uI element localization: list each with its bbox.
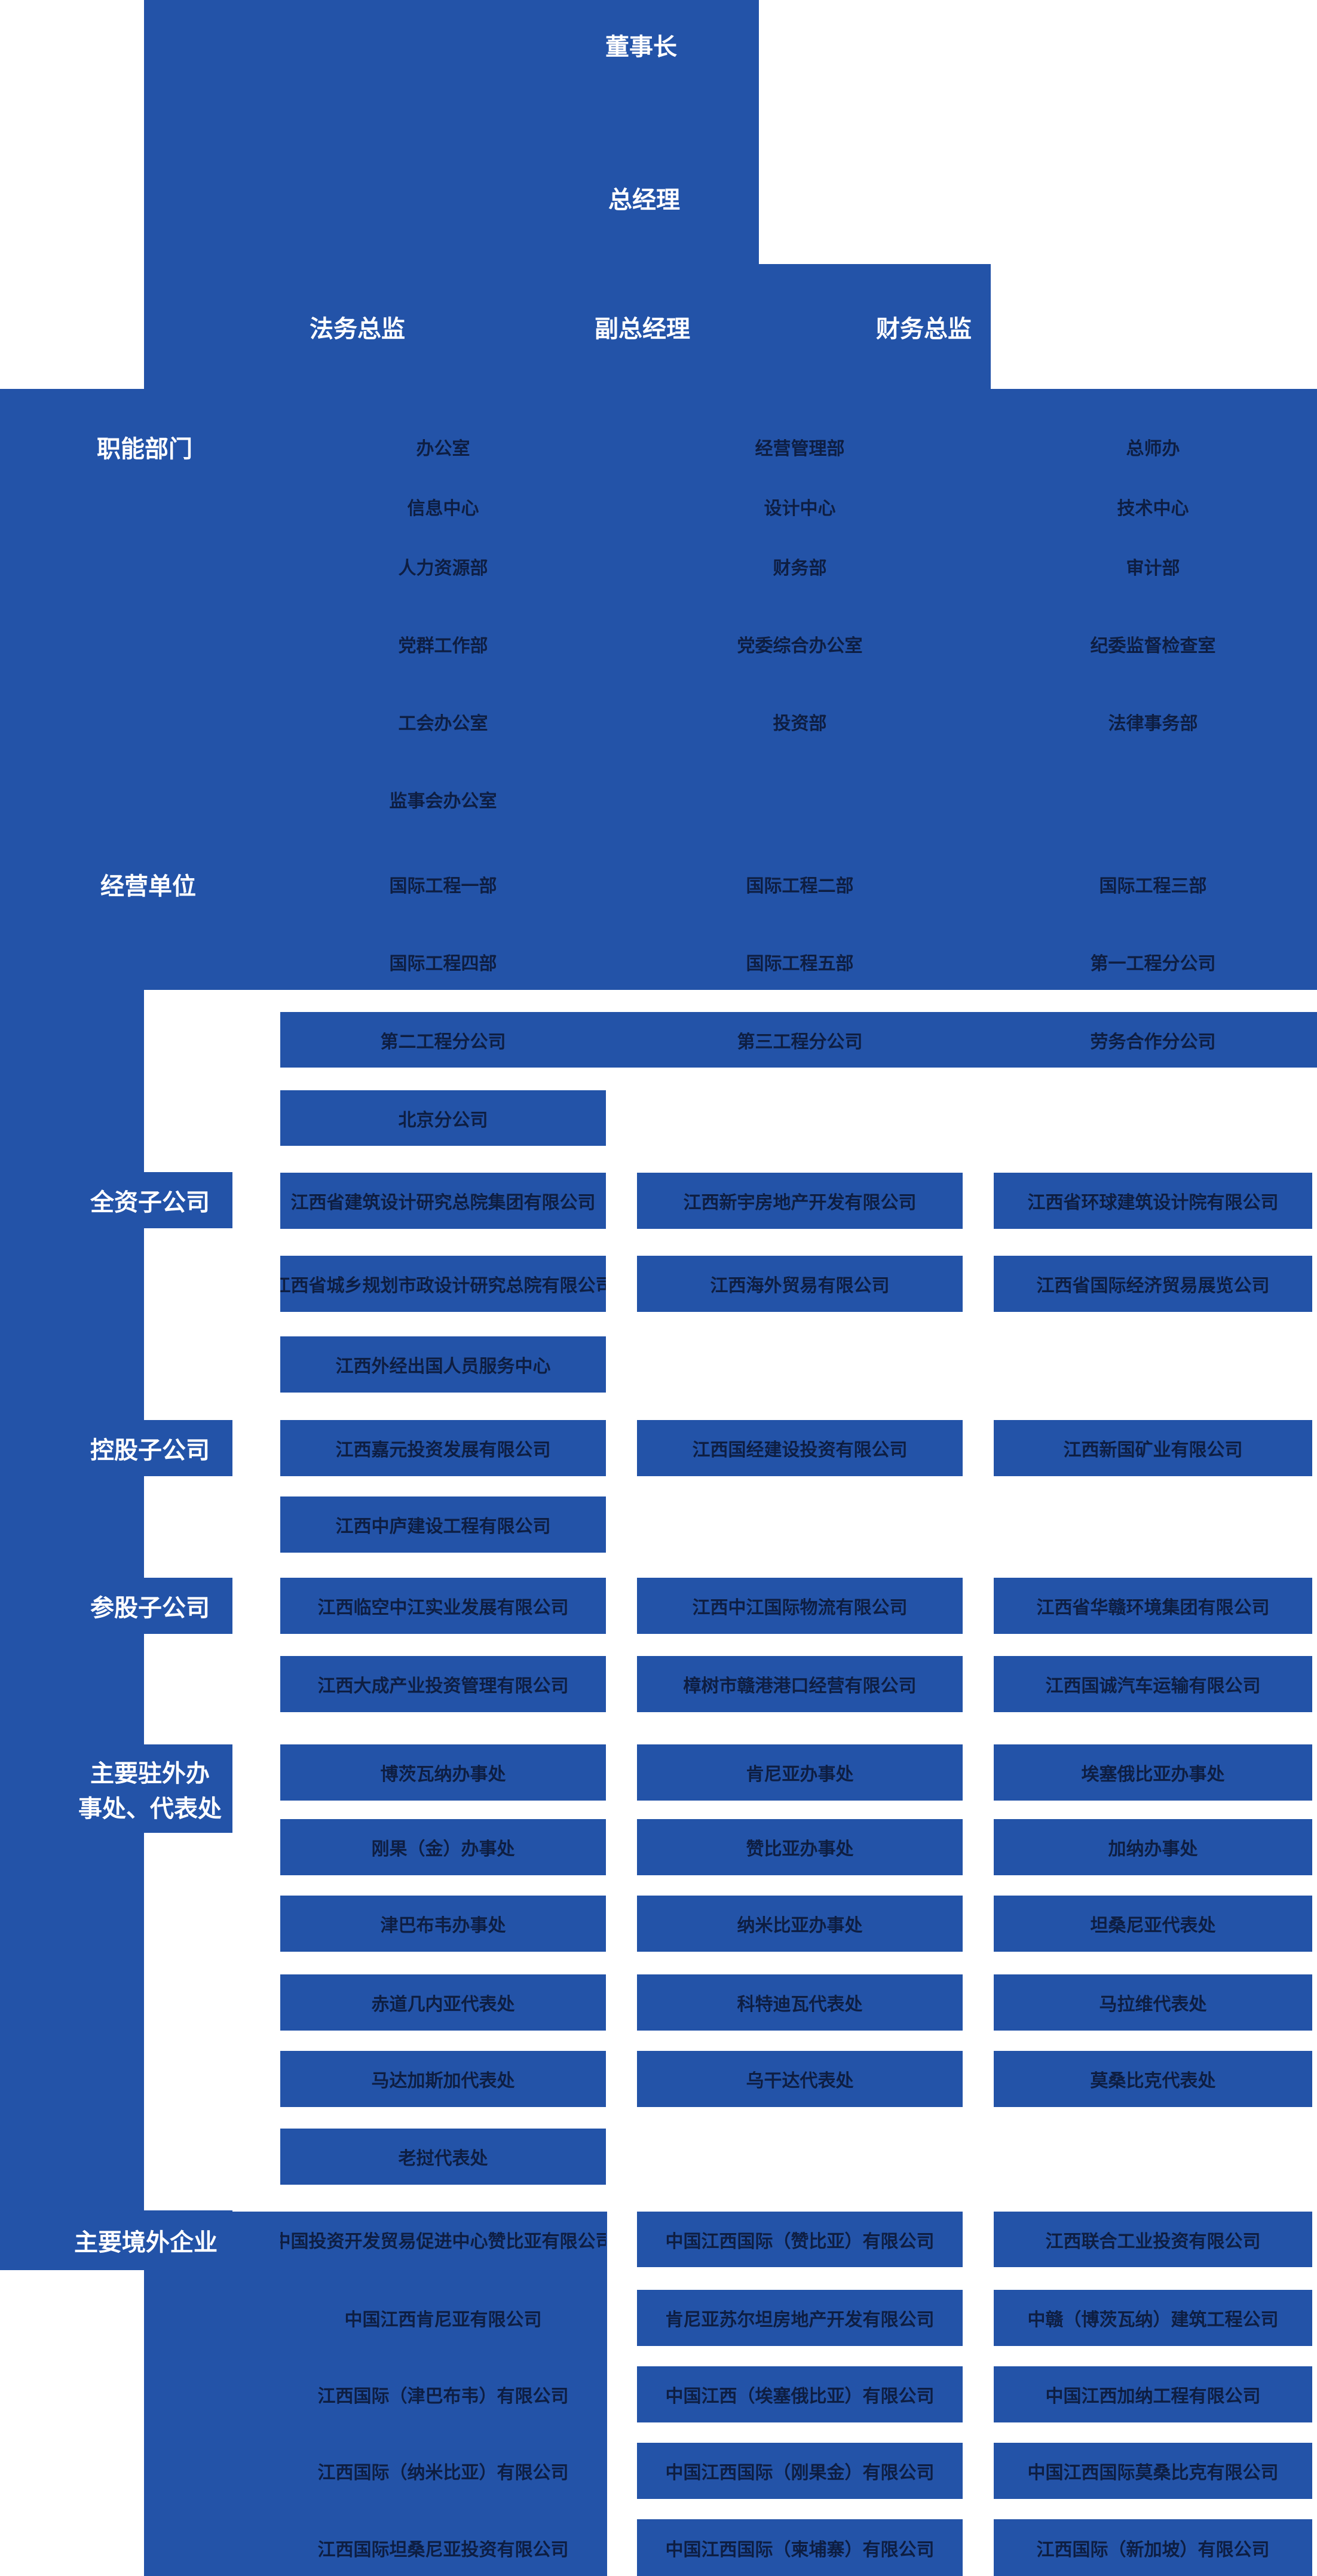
section-label-wholly-owned: 全资子公司 bbox=[90, 1189, 210, 1216]
holding-r2c1: 江西中庐建设工程有限公司 bbox=[280, 1496, 606, 1553]
title-general-manager: 总经理 bbox=[608, 187, 680, 213]
participating-r2c1: 江西大成产业投资管理有限公司 bbox=[280, 1656, 606, 1712]
functional-r2c3: 技术中心 bbox=[994, 479, 1312, 535]
overseas-r2c2: 肯尼亚苏尔坦房地产开发有限公司 bbox=[637, 2290, 963, 2346]
participating-r2c3: 江西国诚汽车运输有限公司 bbox=[994, 1656, 1312, 1712]
office-r3c3: 坦桑尼亚代表处 bbox=[994, 1896, 1312, 1952]
wholly-r1c1: 江西省建筑设计研究总院集团有限公司 bbox=[280, 1173, 606, 1229]
overseas-r3c3: 中国江西加纳工程有限公司 bbox=[994, 2366, 1312, 2422]
executive-band bbox=[144, 264, 991, 389]
section-label-operating: 经营单位 bbox=[100, 873, 196, 900]
office-r2c2: 赞比亚办事处 bbox=[637, 1819, 963, 1875]
office-r3c1: 津巴布韦办事处 bbox=[280, 1896, 606, 1952]
office-r1c3: 埃塞俄比亚办事处 bbox=[994, 1744, 1312, 1801]
wholly-r3c1: 江西外经出国人员服务中心 bbox=[280, 1336, 606, 1393]
functional-r5c2: 投资部 bbox=[637, 694, 963, 750]
holding-r1c2: 江西国经建设投资有限公司 bbox=[637, 1420, 963, 1476]
left-rail bbox=[0, 389, 144, 2270]
overseas-r3c2: 中国江西（埃塞俄比亚）有限公司 bbox=[637, 2366, 963, 2422]
tab-participating bbox=[144, 1578, 232, 1634]
overseas-r1c1: 中国投资开发贸易促进中心赞比亚有限公司 bbox=[280, 2212, 606, 2267]
office-r1c2: 肯尼亚办事处 bbox=[637, 1744, 963, 1801]
section-label-functional: 职能部门 bbox=[97, 436, 192, 462]
tab-wholly-owned bbox=[144, 1172, 232, 1228]
overseas-r5c3: 江西国际（新加坡）有限公司 bbox=[994, 2519, 1312, 2576]
section-label-participating: 参股子公司 bbox=[90, 1595, 210, 1621]
wholly-r2c2: 江西海外贸易有限公司 bbox=[637, 1256, 963, 1312]
participating-r2c2: 樟树市赣港港口经营有限公司 bbox=[637, 1656, 963, 1712]
office-r5c1: 马达加斯加代表处 bbox=[280, 2051, 606, 2107]
functional-r2c1: 信息中心 bbox=[280, 479, 606, 535]
overseas-r2c1: 中国江西肯尼亚有限公司 bbox=[280, 2290, 606, 2346]
holding-r1c1: 江西嘉元投资发展有限公司 bbox=[280, 1420, 606, 1476]
title-legal-director: 法务总监 bbox=[310, 316, 405, 342]
section-label-overseas-offices-line1: 主要驻外办 bbox=[90, 1761, 210, 1787]
functional-r1c2: 经营管理部 bbox=[637, 419, 963, 475]
functional-r2c2: 设计中心 bbox=[637, 479, 963, 535]
participating-r1c3: 江西省华赣环境集团有限公司 bbox=[994, 1578, 1312, 1634]
operating-r3c1: 第二工程分公司 bbox=[280, 1012, 606, 1068]
title-deputy-general-manager: 副总经理 bbox=[595, 316, 690, 342]
participating-r1c2: 江西中江国际物流有限公司 bbox=[637, 1578, 963, 1634]
operating-r2c3: 第一工程分公司 bbox=[994, 934, 1312, 990]
office-r6c1: 老挝代表处 bbox=[280, 2129, 606, 2185]
functional-r4c1: 党群工作部 bbox=[280, 616, 606, 672]
office-r4c3: 马拉维代表处 bbox=[994, 1974, 1312, 2031]
functional-r3c1: 人力资源部 bbox=[280, 538, 606, 594]
operating-r1c3: 国际工程三部 bbox=[994, 856, 1312, 912]
overseas-r2c3: 中赣（博茨瓦纳）建筑工程公司 bbox=[994, 2290, 1312, 2346]
office-r2c1: 刚果（金）办事处 bbox=[280, 1819, 606, 1875]
office-r5c2: 乌干达代表处 bbox=[637, 2051, 963, 2107]
functional-r1c1: 办公室 bbox=[280, 419, 606, 475]
section-label-holding: 控股子公司 bbox=[90, 1437, 210, 1464]
operating-r3c2: 第三工程分公司 bbox=[637, 1012, 963, 1068]
tab-overseas-offices bbox=[144, 1744, 232, 1833]
overseas-r1c2: 中国江西国际（赞比亚）有限公司 bbox=[637, 2212, 963, 2267]
top-block bbox=[144, 0, 759, 264]
overseas-r1c3: 江西联合工业投资有限公司 bbox=[994, 2212, 1312, 2267]
participating-r1c1: 江西临空中江实业发展有限公司 bbox=[280, 1578, 606, 1634]
overseas-r4c1: 江西国际（纳米比亚）有限公司 bbox=[280, 2443, 606, 2499]
wholly-r2c1: 江西省城乡规划市政设计研究总院有限公司 bbox=[280, 1256, 606, 1312]
operating-r1c1: 国际工程一部 bbox=[280, 856, 606, 912]
operating-r1c2: 国际工程二部 bbox=[637, 856, 963, 912]
functional-r5c1: 工会办公室 bbox=[280, 694, 606, 750]
operating-r2c1: 国际工程四部 bbox=[280, 934, 606, 990]
functional-r4c2: 党委综合办公室 bbox=[637, 616, 963, 672]
wholly-r1c2: 江西新宇房地产开发有限公司 bbox=[637, 1173, 963, 1229]
operating-r2c2: 国际工程五部 bbox=[637, 934, 963, 990]
overseas-r5c2: 中国江西国际（柬埔寨）有限公司 bbox=[637, 2519, 963, 2576]
office-r4c1: 赤道几内亚代表处 bbox=[280, 1974, 606, 2031]
functional-r6c1: 监事会办公室 bbox=[280, 771, 606, 827]
functional-r5c3: 法律事务部 bbox=[994, 694, 1312, 750]
title-chairman: 董事长 bbox=[605, 34, 677, 60]
title-finance-director: 财务总监 bbox=[876, 316, 972, 342]
office-r1c1: 博茨瓦纳办事处 bbox=[280, 1744, 606, 1801]
office-r5c3: 莫桑比克代表处 bbox=[994, 2051, 1312, 2107]
overseas-r4c2: 中国江西国际（刚果金）有限公司 bbox=[637, 2443, 963, 2499]
functional-r3c3: 审计部 bbox=[994, 538, 1312, 594]
operating-r4c1: 北京分公司 bbox=[280, 1090, 606, 1146]
wholly-r2c3: 江西省国际经济贸易展览公司 bbox=[994, 1256, 1312, 1312]
functional-r3c2: 财务部 bbox=[637, 538, 963, 594]
wholly-r1c3: 江西省环球建筑设计院有限公司 bbox=[994, 1173, 1312, 1229]
office-r2c3: 加纳办事处 bbox=[994, 1819, 1312, 1875]
overseas-r4c3: 中国江西国际莫桑比克有限公司 bbox=[994, 2443, 1312, 2499]
section-label-overseas-offices-line2: 事处、代表处 bbox=[78, 1796, 222, 1822]
holding-r1c3: 江西新国矿业有限公司 bbox=[994, 1420, 1312, 1476]
operating-r3c3: 劳务合作分公司 bbox=[994, 1012, 1312, 1068]
tab-holding bbox=[144, 1420, 232, 1476]
office-r4c2: 科特迪瓦代表处 bbox=[637, 1974, 963, 2031]
overseas-r5c1: 江西国际坦桑尼亚投资有限公司 bbox=[280, 2519, 606, 2576]
functional-r4c3: 纪委监督检查室 bbox=[994, 616, 1312, 672]
section-label-overseas-companies: 主要境外企业 bbox=[74, 2230, 218, 2256]
office-r3c2: 纳米比亚办事处 bbox=[637, 1896, 963, 1952]
overseas-r3c1: 江西国际（津巴布韦）有限公司 bbox=[280, 2366, 606, 2422]
functional-r1c3: 总师办 bbox=[994, 419, 1312, 475]
